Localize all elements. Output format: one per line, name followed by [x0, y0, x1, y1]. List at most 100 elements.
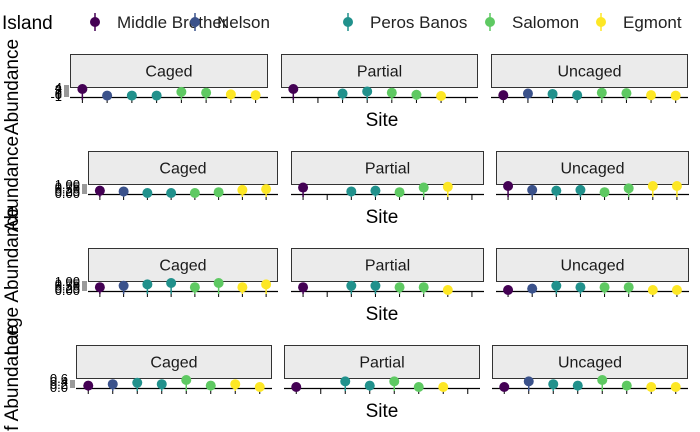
y-tick-label: -1	[50, 89, 62, 104]
y-tick-label: 0.50	[55, 182, 80, 197]
data-point	[671, 285, 682, 295]
x-axis-label: Site	[366, 401, 399, 422]
data-point	[597, 375, 608, 385]
facet-strip	[496, 151, 689, 185]
facet-strip-label: Partial	[359, 355, 404, 372]
facet-panel: Uncaged	[496, 248, 689, 297]
facet-strip-label: Partial	[365, 258, 410, 275]
y-tick-label: 1	[55, 85, 62, 100]
legend-label: Egmont	[623, 13, 682, 32]
data-point	[237, 184, 248, 195]
data-point	[646, 90, 657, 101]
legend-key-marker	[90, 17, 100, 27]
facet-panel: Partial	[281, 54, 478, 103]
data-point	[102, 90, 113, 101]
legend-key-marker	[485, 17, 495, 27]
legend-item: Nelson	[190, 13, 270, 32]
y-tick-label: 1.00	[55, 177, 80, 192]
data-point	[340, 376, 351, 387]
facet-strip	[88, 248, 278, 282]
data-point	[132, 377, 143, 388]
x-axis-label: Site	[366, 207, 399, 228]
data-point	[671, 181, 682, 191]
y-tick-label: 0.00	[55, 283, 80, 298]
facet-strip	[88, 151, 278, 185]
data-point	[213, 278, 224, 288]
data-point	[237, 282, 248, 293]
data-point	[647, 181, 658, 191]
data-point	[389, 376, 400, 387]
data-point	[575, 184, 586, 195]
facet-panel: Uncaged	[491, 54, 688, 103]
facet-panel: Caged	[70, 54, 268, 103]
data-point	[166, 278, 177, 288]
data-point	[551, 185, 562, 196]
data-point	[599, 187, 610, 198]
data-point	[370, 185, 381, 196]
data-point	[623, 282, 634, 293]
data-point	[522, 88, 533, 99]
y-tick-label: 4	[55, 80, 62, 95]
facet-strip	[70, 54, 268, 88]
facet-strip-label: Partial	[357, 64, 402, 81]
data-point	[346, 186, 357, 197]
legend-item: Peros Banos	[343, 13, 467, 32]
y-tick-label: 0.00	[55, 186, 80, 201]
data-point	[599, 282, 610, 293]
data-point	[386, 87, 397, 98]
data-point	[503, 181, 514, 191]
data-point	[291, 382, 302, 392]
data-point	[205, 380, 216, 391]
data-point	[142, 279, 153, 290]
data-point	[621, 380, 632, 391]
facet-strip-label: Uncaged	[560, 161, 624, 178]
data-point	[551, 280, 562, 291]
y-tick-label: 0.25	[55, 184, 80, 199]
data-point	[670, 90, 681, 101]
legend-title: Island	[2, 13, 53, 34]
data-point	[94, 282, 105, 293]
y-tick-label: 0.25	[55, 281, 80, 296]
data-point	[647, 285, 658, 295]
legend-item: Egmont	[596, 13, 682, 32]
data-point	[288, 84, 299, 94]
y-tick-label: 0.4	[50, 374, 68, 389]
data-point	[189, 188, 200, 198]
data-point	[250, 90, 261, 101]
facet-strip	[76, 345, 272, 379]
data-point	[118, 280, 129, 291]
data-point	[498, 90, 509, 101]
data-point	[254, 382, 265, 392]
data-point	[166, 188, 177, 198]
data-point	[225, 89, 236, 100]
y-tick-label: 0.6	[50, 371, 68, 386]
data-point	[126, 90, 137, 101]
facet-strip	[492, 345, 688, 379]
data-point	[298, 282, 309, 293]
data-point	[83, 380, 94, 391]
y-tick-label: 1.00	[55, 274, 80, 289]
data-point	[623, 183, 634, 194]
y-tick-label: 0.0	[50, 380, 68, 395]
legend-key-marker	[343, 17, 353, 27]
legend-label: Peros Banos	[370, 13, 467, 32]
facet-strip-label: Caged	[159, 161, 206, 178]
data-point	[527, 283, 538, 294]
data-point	[142, 188, 153, 198]
data-point	[436, 91, 447, 101]
data-point	[523, 376, 534, 387]
data-point	[394, 187, 405, 198]
x-axis-label: Site	[366, 110, 399, 131]
facet-strip	[291, 248, 484, 282]
facet-panel: Partial	[284, 345, 480, 394]
data-point	[298, 182, 309, 193]
data-point	[438, 382, 449, 392]
facet-strip-label: Uncaged	[557, 64, 621, 81]
facet-strip-label: Uncaged	[560, 258, 624, 275]
facet-strip	[281, 54, 478, 88]
facet-strip	[291, 151, 484, 185]
